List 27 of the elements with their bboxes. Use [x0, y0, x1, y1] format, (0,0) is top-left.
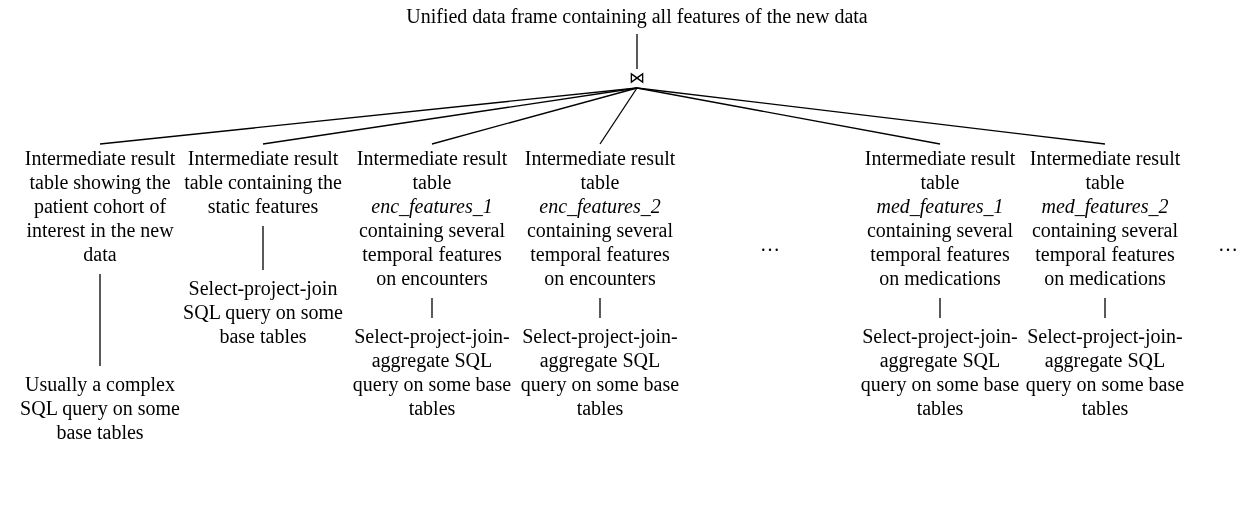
ellipsis-text: …	[1218, 232, 1238, 256]
node-text: Select-project-join-aggregate SQL query on some base tables	[1025, 324, 1185, 420]
node-text: Usually a complex SQL query on some base tables	[20, 372, 180, 444]
node-text: Intermediate result table med_features_1 containing several temporal features on medications	[863, 146, 1017, 290]
node-text: Intermediate result table med_features_2 containing several temporal features on medications	[1028, 146, 1182, 290]
connector-line	[939, 297, 941, 319]
connector-line	[431, 87, 638, 145]
node-text: Select-project-join-aggregate SQL query on some base tables	[520, 324, 680, 420]
connector-line	[599, 297, 601, 319]
connector-line	[1104, 297, 1106, 319]
node-text: Select-project-join-aggregate SQL query on some base tables	[352, 324, 512, 420]
node-text: Intermediate result table enc_features_2 containing several temporal features on encounters	[523, 146, 677, 290]
node-text: Intermediate result table showing the patient cohort of interest in the new data	[23, 146, 177, 266]
ellipsis-text: …	[760, 232, 780, 256]
node-text: Intermediate result table enc_features_1 containing several temporal features on encounters	[355, 146, 509, 290]
connector-line	[99, 87, 638, 145]
connector-line	[262, 225, 264, 271]
connector-line	[636, 33, 638, 70]
connector-line	[636, 87, 1106, 145]
node-text: Select-project-join-aggregate SQL query on some base tables	[860, 324, 1020, 420]
connector-line	[431, 297, 433, 319]
join-symbol: ⋈	[628, 68, 646, 88]
node-text: Select-project-join SQL query on some base tables	[183, 276, 343, 348]
connector-line	[99, 273, 101, 367]
connector-line	[599, 87, 638, 145]
node-text: Unified data frame containing all features of the new data	[405, 4, 869, 28]
node-text: Intermediate result table containing the static features	[183, 146, 343, 218]
